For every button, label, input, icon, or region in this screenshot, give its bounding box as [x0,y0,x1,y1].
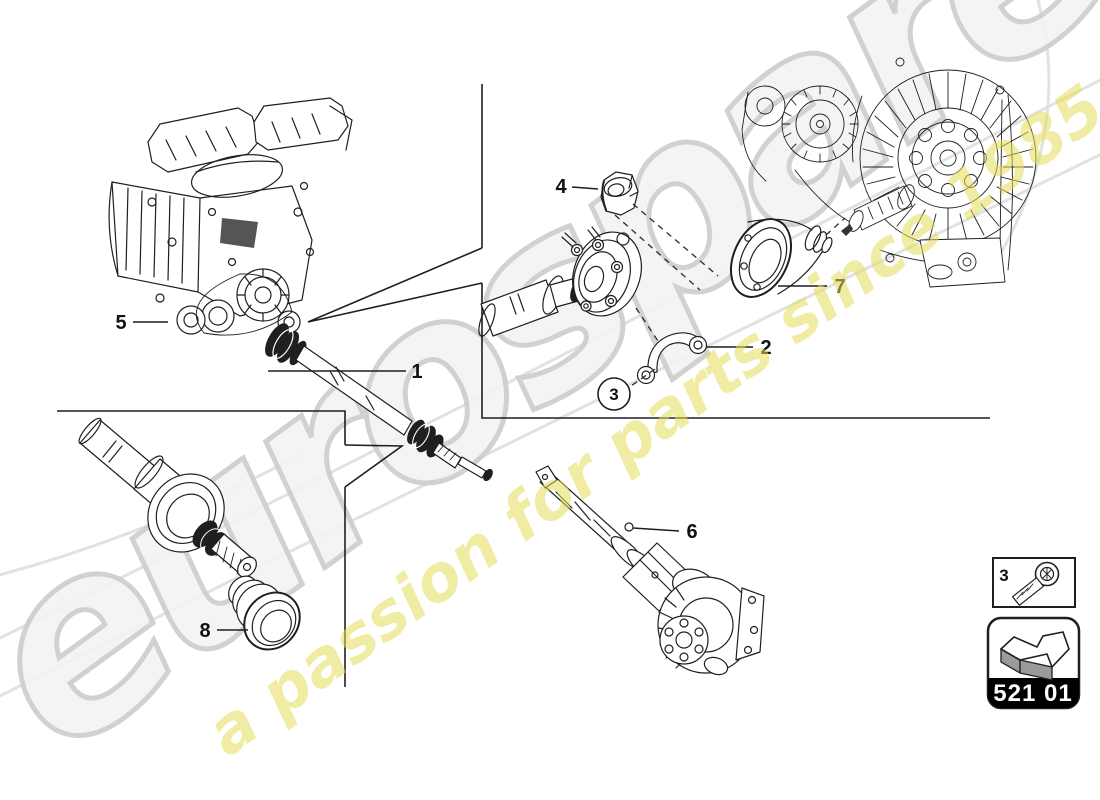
callout-6[interactable]: 6 [632,521,698,543]
callout-3-circled[interactable]: 3 [597,377,631,411]
callout-6-number[interactable]: 6 [686,521,697,543]
callouts-layer: 5 1 4 2 3 7 6 8 [115,176,845,642]
gearbox-illustration [741,57,1037,288]
callout-8-number[interactable]: 8 [199,620,210,642]
nut-illustration [600,171,639,216]
callout-5-number[interactable]: 5 [115,312,126,334]
callout-1[interactable]: 1 [268,361,423,383]
gearbox-hub-bolts [909,119,987,197]
gear-teeth [781,85,859,163]
assembly-dashed-lines [614,203,846,387]
callout-2[interactable]: 2 [706,337,772,359]
callout-5[interactable]: 5 [115,312,168,334]
callout-3-number[interactable]: 3 [609,385,618,404]
cv-boot-cone-illustration [730,218,833,298]
drive-shaft-illustration [265,323,493,482]
flange-detail-illustration [478,226,642,337]
fastener-detail-box[interactable]: 3 [992,557,1076,608]
section-badge-band [988,678,1079,708]
arrow-icon [999,631,1070,681]
bolt-icon [1011,561,1060,606]
detail-box-number[interactable]: 3 [999,566,1008,585]
inset-frames [57,84,990,687]
callout-7[interactable]: 7 [778,276,846,298]
clip-illustration [636,332,708,385]
callout-4-number[interactable]: 4 [555,176,567,198]
callout-1-number[interactable]: 1 [411,361,422,383]
shaft-end-detail-illustration [78,417,301,651]
callout-4[interactable]: 4 [555,176,599,198]
gearbox-fins [862,71,1034,245]
section-badge[interactable]: 521 01 [986,616,1081,710]
callout-8[interactable]: 8 [199,620,248,642]
callout-7-number[interactable]: 7 [834,276,845,298]
callout-2-number[interactable]: 2 [760,337,771,359]
section-badge-code[interactable]: 521 01 [993,680,1072,707]
engine-illustration [108,97,353,336]
axle-assembly-illustration [535,465,765,676]
